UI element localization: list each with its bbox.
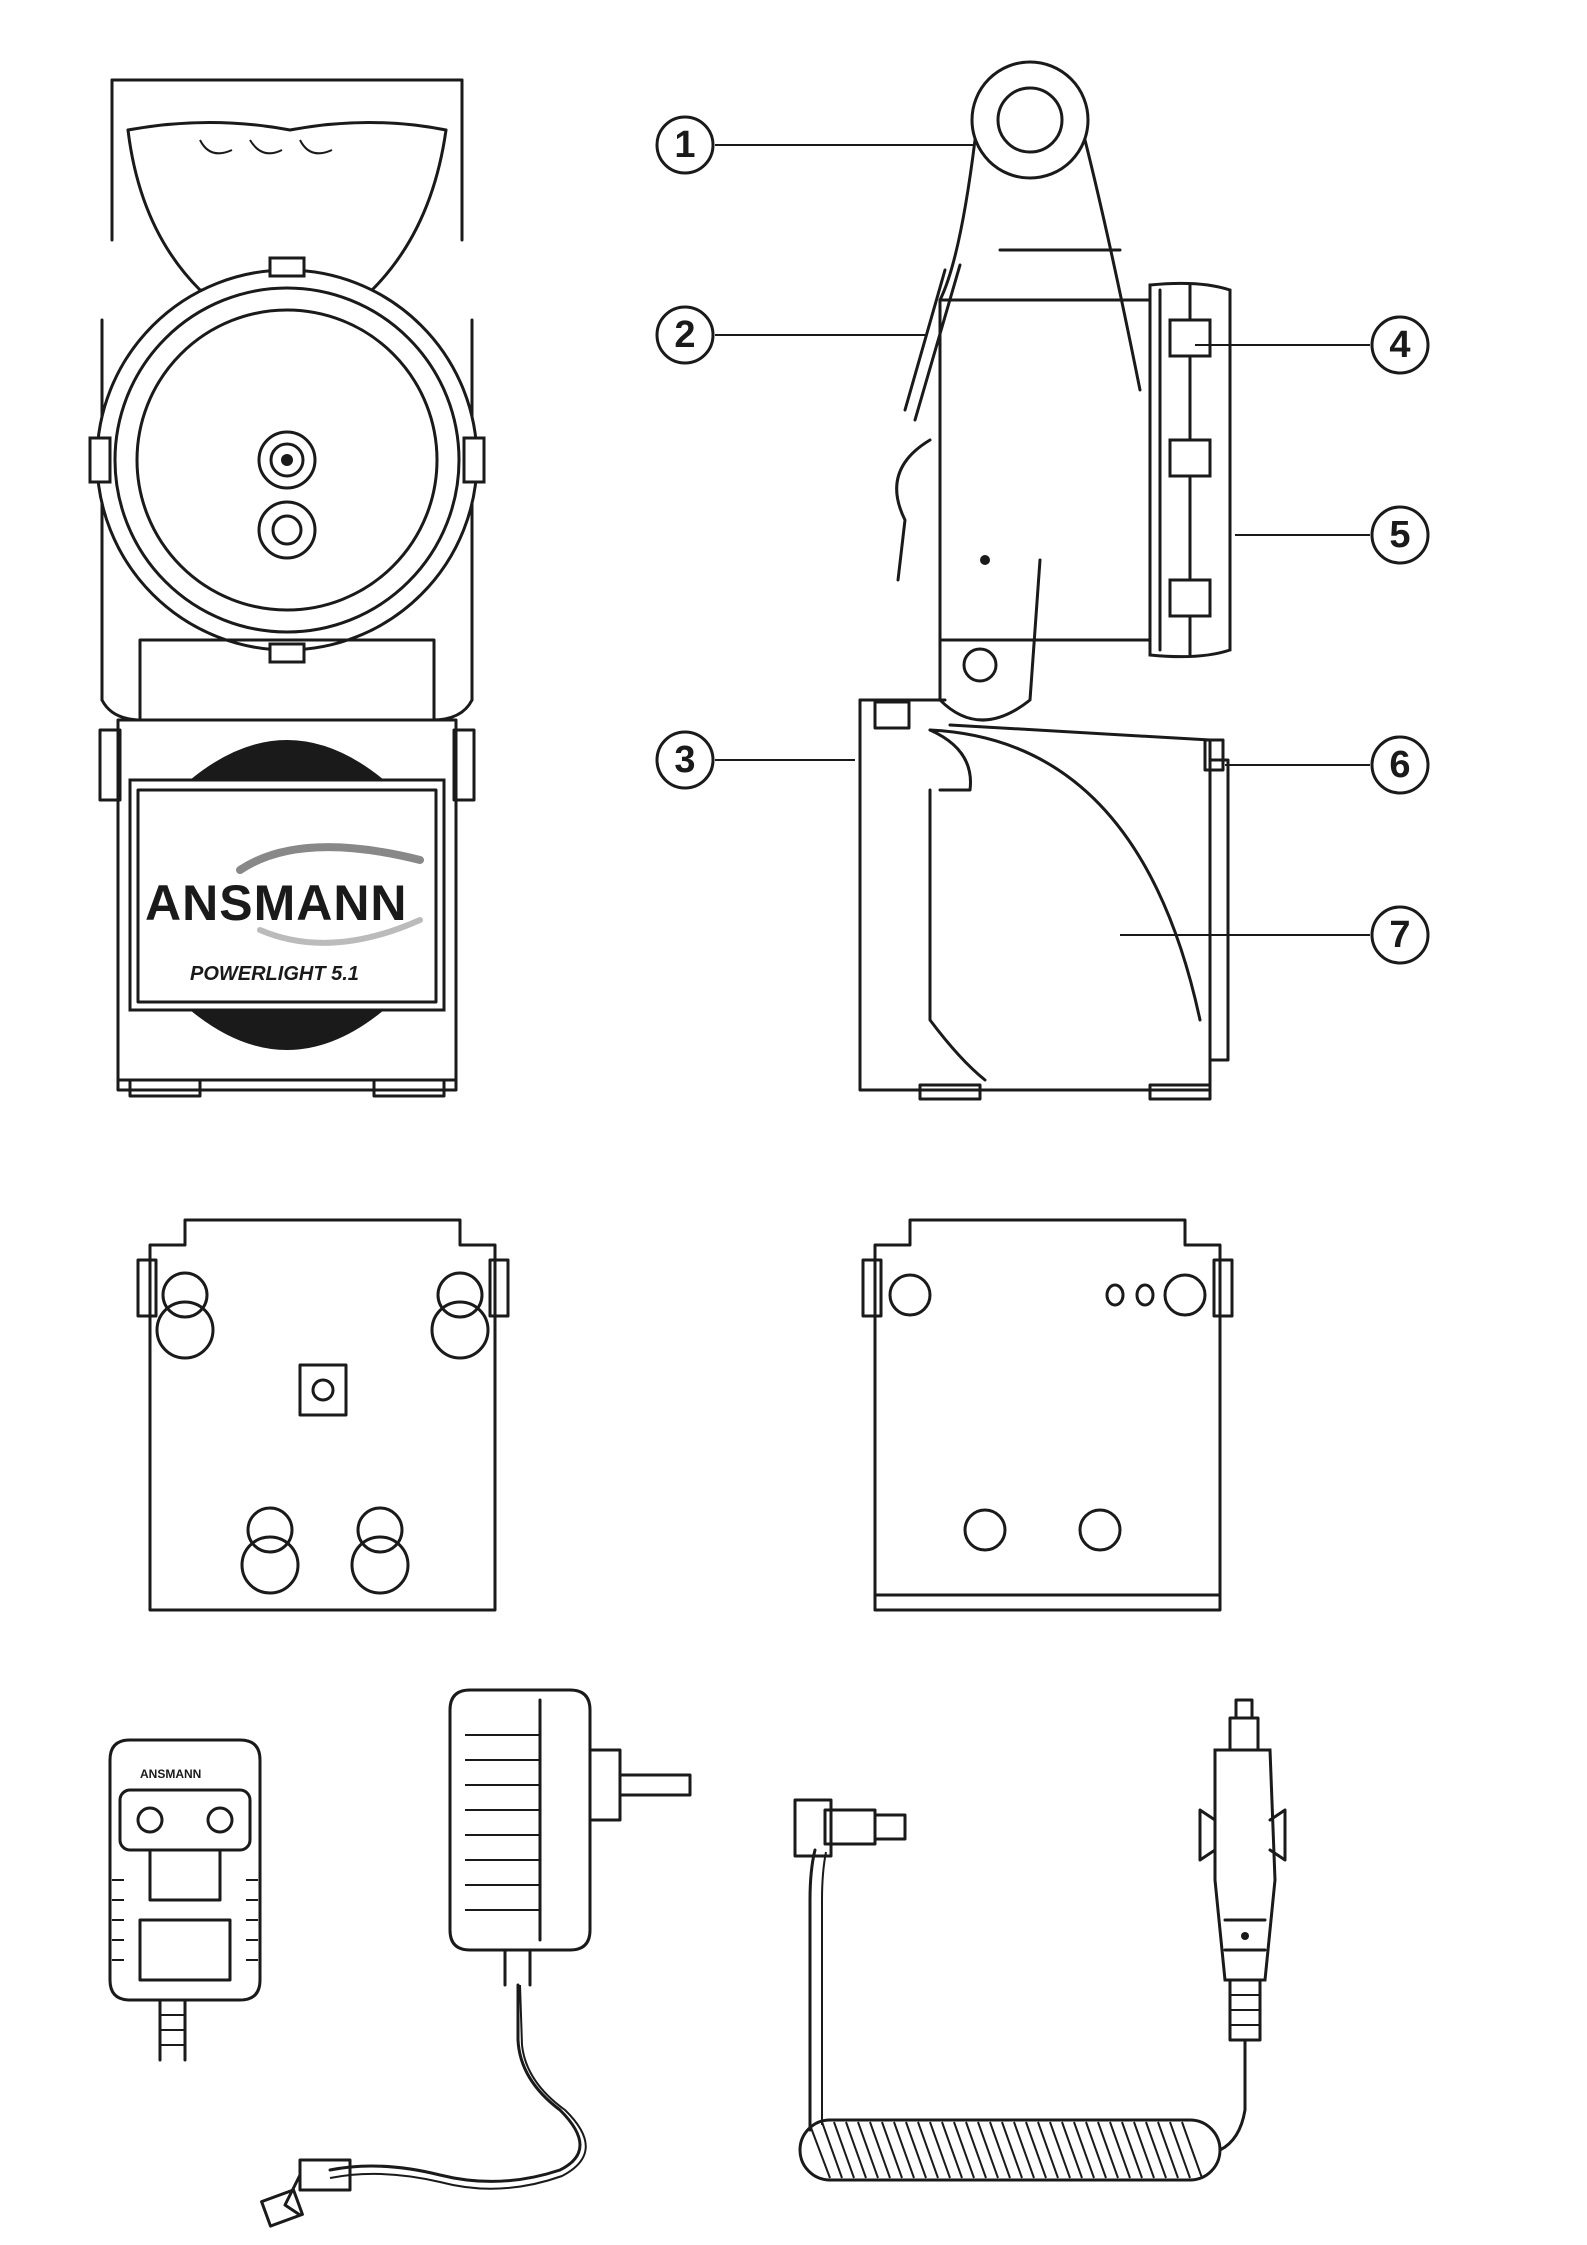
callouts: 1 2 3 4 5 6 7 — [657, 117, 1428, 963]
callout-leaders — [715, 145, 1370, 935]
callout-2: 2 — [674, 314, 695, 356]
spotlight-side-view-icon — [860, 62, 1230, 1099]
adapter-label: ANSMANN — [140, 1767, 201, 1781]
callout-3: 3 — [674, 739, 695, 781]
spotlight-front-view-icon: ANSMANN POWERLIGHT 5.1 — [90, 80, 484, 1096]
callout-7: 7 — [1389, 914, 1410, 956]
callout-5: 5 — [1389, 514, 1410, 556]
car-charger-cable-icon — [795, 1700, 1285, 2180]
callout-4: 4 — [1389, 324, 1410, 366]
callout-6: 6 — [1389, 744, 1410, 786]
ac-charger-icon — [262, 1690, 690, 2226]
brand-logo: ANSMANN — [145, 875, 408, 931]
base-bottom-view-icon — [138, 1220, 508, 1610]
model-name: POWERLIGHT 5.1 — [190, 963, 359, 985]
plug-adapter-front-icon: ANSMANN — [110, 1740, 260, 2060]
callout-1: 1 — [674, 124, 695, 166]
base-bottom-view-alt-icon — [863, 1220, 1232, 1610]
